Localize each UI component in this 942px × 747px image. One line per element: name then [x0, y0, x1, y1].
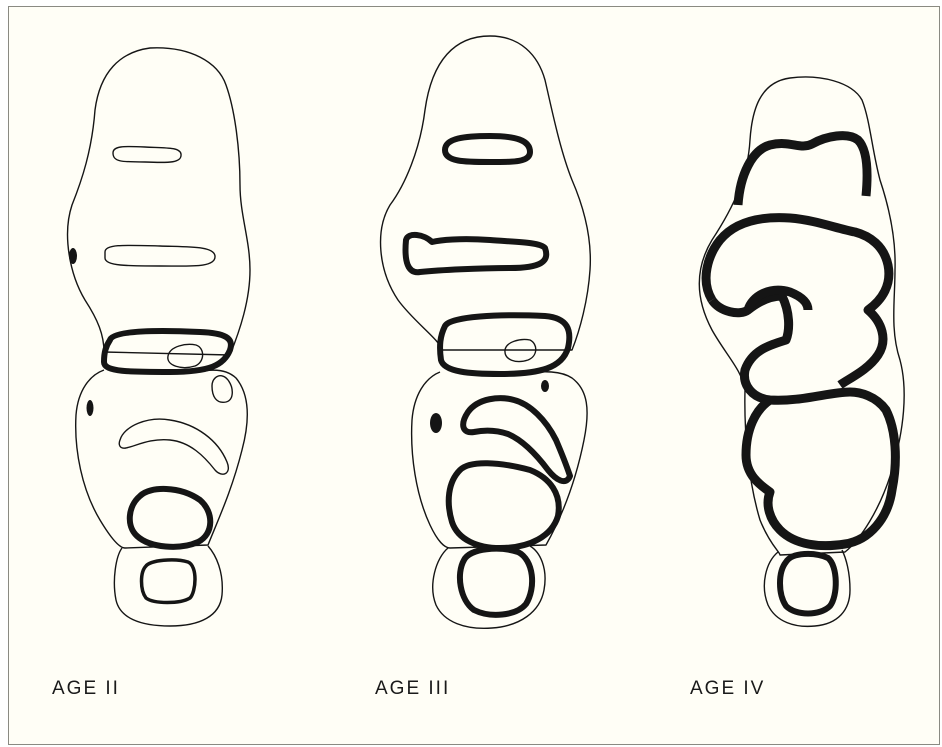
- enamel-dot-lower: [87, 400, 94, 416]
- crescent-loop: [119, 419, 228, 474]
- label-age-4: AGE IV: [690, 678, 765, 700]
- junction-ring: [440, 315, 569, 374]
- tooth-age-4: [699, 77, 904, 626]
- root-cap-ring: [460, 549, 532, 615]
- upper-infundibulum: [445, 136, 530, 162]
- upper-infundibulum: [113, 147, 181, 163]
- label-age-3: AGE III: [375, 678, 450, 700]
- middle-infundibulum: [105, 245, 215, 266]
- root-cap-outline: [114, 546, 222, 626]
- lower-lobe: [746, 392, 895, 546]
- upper-arc: [738, 136, 867, 205]
- enamel-dot: [541, 380, 549, 392]
- label-age-2: AGE II: [52, 678, 120, 700]
- lower-ring: [449, 463, 559, 548]
- upper-crown-outline: [68, 48, 250, 355]
- tooth-age-2: [68, 48, 250, 626]
- root-cap-ring: [142, 560, 196, 603]
- junction-inner-loop: [168, 344, 203, 367]
- enamel-dot-lower: [430, 413, 442, 433]
- upper-crown-outline: [381, 36, 591, 350]
- upper-lobe: [706, 218, 889, 385]
- root-cap-ring: [780, 554, 836, 614]
- tooth-age-3: [381, 36, 591, 628]
- middle-lobe: [712, 296, 850, 400]
- enamel-dot: [69, 248, 77, 264]
- side-loop: [212, 376, 232, 403]
- junction-ring: [104, 331, 231, 372]
- lower-ring: [130, 489, 210, 547]
- lower-crown-outline: [76, 370, 248, 548]
- middle-infundibulum: [406, 235, 547, 272]
